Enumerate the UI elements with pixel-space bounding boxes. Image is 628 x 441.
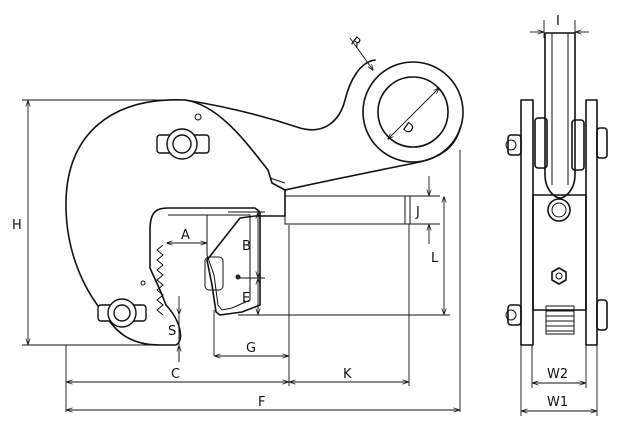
lifting-arm	[184, 59, 376, 131]
side-view	[505, 20, 608, 416]
label-F: F	[258, 395, 265, 410]
side-plate-left	[520, 99, 534, 346]
plate-outline	[284, 195, 411, 225]
dim-D	[388, 88, 439, 139]
dimension-lines	[28, 37, 459, 410]
label-W1: W1	[547, 395, 568, 410]
label-H: H	[12, 218, 22, 233]
dim-R	[349, 37, 373, 70]
label-I: I	[556, 14, 560, 29]
label-J: J	[415, 205, 420, 220]
label-S: S	[168, 324, 176, 339]
label-L: L	[431, 251, 439, 266]
pin-heads	[505, 127, 608, 331]
label-A: A	[181, 228, 190, 243]
label-C: C	[171, 367, 180, 382]
label-B: B	[242, 239, 251, 254]
spring	[545, 305, 575, 335]
swivel-pad	[204, 256, 224, 291]
label-E: E	[242, 291, 250, 306]
label-D: D	[400, 120, 417, 138]
front-view	[22, 37, 464, 412]
serrated-cam	[156, 244, 164, 316]
lifting-eye-edge	[544, 32, 576, 199]
dimension-labels: H A B E J L S G C K F R D I W2 W1	[12, 14, 568, 410]
jaw-slot	[168, 214, 251, 311]
label-R: R	[348, 34, 364, 51]
side-plate-right	[585, 99, 598, 346]
lifting-eye	[362, 61, 464, 163]
side-pin-upper	[547, 198, 571, 222]
label-K: K	[343, 367, 352, 382]
label-W2: W2	[547, 367, 568, 382]
extension-lines	[22, 99, 461, 412]
label-G: G	[246, 341, 256, 356]
lower-pivot-pin	[97, 298, 147, 328]
side-nut	[551, 267, 567, 285]
upper-pivot-pin	[156, 128, 210, 160]
